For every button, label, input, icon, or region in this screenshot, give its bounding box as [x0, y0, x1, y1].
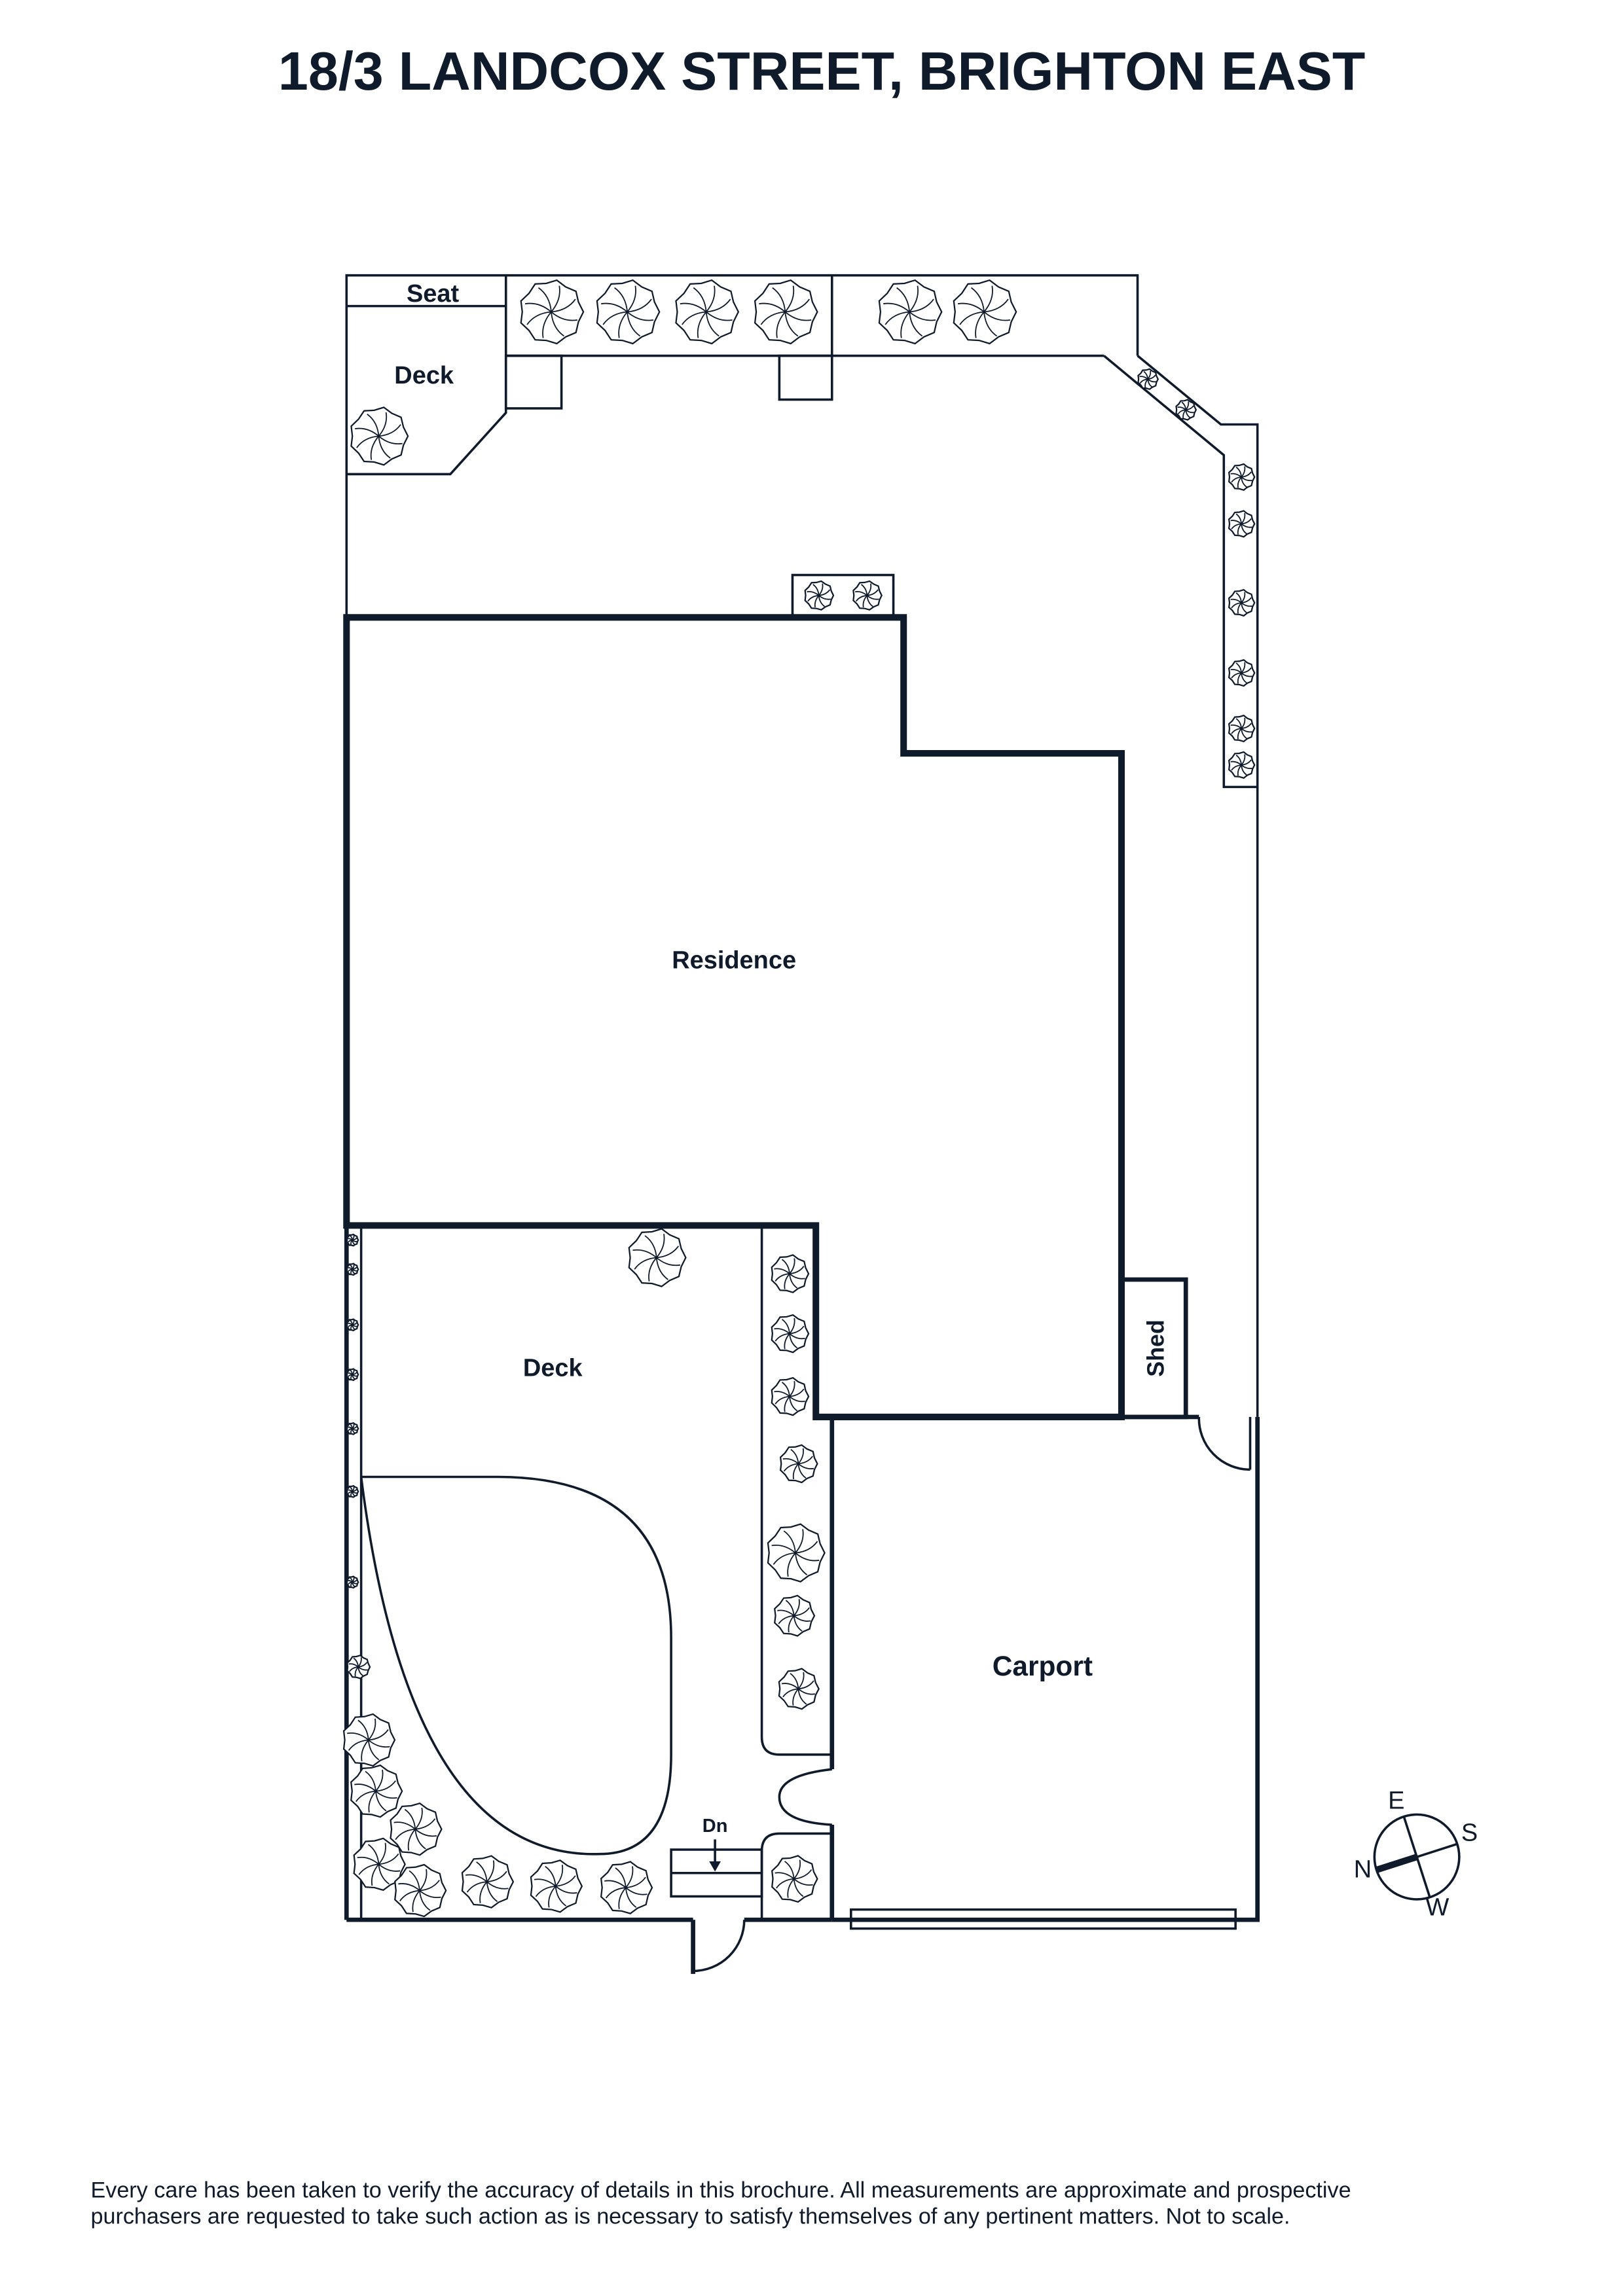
- tree-icon: [346, 1575, 359, 1589]
- compass-icon: [1373, 1813, 1461, 1901]
- deck-top-label: Deck: [394, 362, 454, 389]
- tree-icon: [346, 1484, 359, 1498]
- deck-rear-label: Deck: [523, 1354, 583, 1382]
- tree-icon: [878, 279, 943, 345]
- tree-icon: [346, 1368, 359, 1382]
- tree-icon: [771, 1376, 810, 1416]
- front-garden: [346, 275, 1104, 617]
- compass-east: E: [1388, 1787, 1404, 1814]
- tree-icon: [520, 279, 585, 345]
- tree-icon: [1137, 368, 1159, 390]
- tree-icon: [342, 1713, 396, 1767]
- tree-icon: [779, 1444, 818, 1484]
- tree-icon: [346, 1233, 359, 1247]
- tree-icon: [1175, 399, 1197, 421]
- disclaimer-line-1: Every care has been taken to verify the …: [90, 2178, 1351, 2203]
- page-title: 18/3 LANDCOX STREET, BRIGHTON EAST: [278, 41, 1365, 101]
- compass-north: N: [1354, 1856, 1372, 1883]
- tree-icon: [774, 1594, 816, 1637]
- tree-icon: [394, 1863, 447, 1918]
- tree-icon: [771, 1855, 818, 1903]
- trees: [342, 279, 1256, 1918]
- tree-icon: [353, 1837, 406, 1892]
- tree-icon: [953, 279, 1017, 345]
- shed-label: Shed: [1143, 1319, 1169, 1376]
- residence-label: Residence: [672, 946, 796, 974]
- carport: [816, 1414, 1252, 1930]
- tree-icon: [1228, 510, 1256, 538]
- tree-icon: [675, 279, 740, 345]
- residence-outline: [343, 614, 1125, 1420]
- tree-icon: [778, 1668, 820, 1710]
- tree-icon: [1228, 659, 1256, 687]
- tree-icon: [771, 1254, 810, 1293]
- property-boundary: [344, 274, 1260, 1922]
- tree-icon: [1228, 751, 1256, 779]
- tree-icon: [530, 1859, 583, 1913]
- rear-deck: [359, 1225, 832, 1974]
- tree-icon: [628, 1228, 687, 1287]
- tree-icon: [767, 1523, 826, 1583]
- tree-icon: [346, 1422, 359, 1435]
- tree-icon: [1228, 588, 1256, 617]
- disclaimer-line-2: purchasers are requested to take such ac…: [90, 2204, 1290, 2229]
- compass-south: S: [1461, 1820, 1478, 1847]
- tree-icon: [390, 1802, 443, 1856]
- tree-icon: [350, 406, 409, 466]
- tree-icon: [346, 1263, 359, 1276]
- compass-west: W: [1425, 1894, 1449, 1922]
- tree-icon: [600, 1861, 653, 1914]
- tree-icon: [596, 279, 661, 345]
- tree-icon: [771, 1314, 810, 1354]
- carport-label: Carport: [993, 1651, 1093, 1681]
- tree-icon: [346, 1654, 371, 1679]
- garage-door: [850, 1908, 1237, 1930]
- tree-icon: [804, 580, 835, 611]
- tree-icon: [754, 279, 818, 345]
- tree-icon: [852, 580, 883, 611]
- tree-icon: [1228, 714, 1256, 743]
- tree-icon: [461, 1855, 515, 1909]
- seat-label: Seat: [407, 280, 460, 308]
- tree-icon: [346, 1318, 359, 1332]
- stairs-down-label: Dn: [702, 1816, 728, 1837]
- tree-icon: [350, 1764, 403, 1818]
- tree-icon: [1228, 463, 1256, 492]
